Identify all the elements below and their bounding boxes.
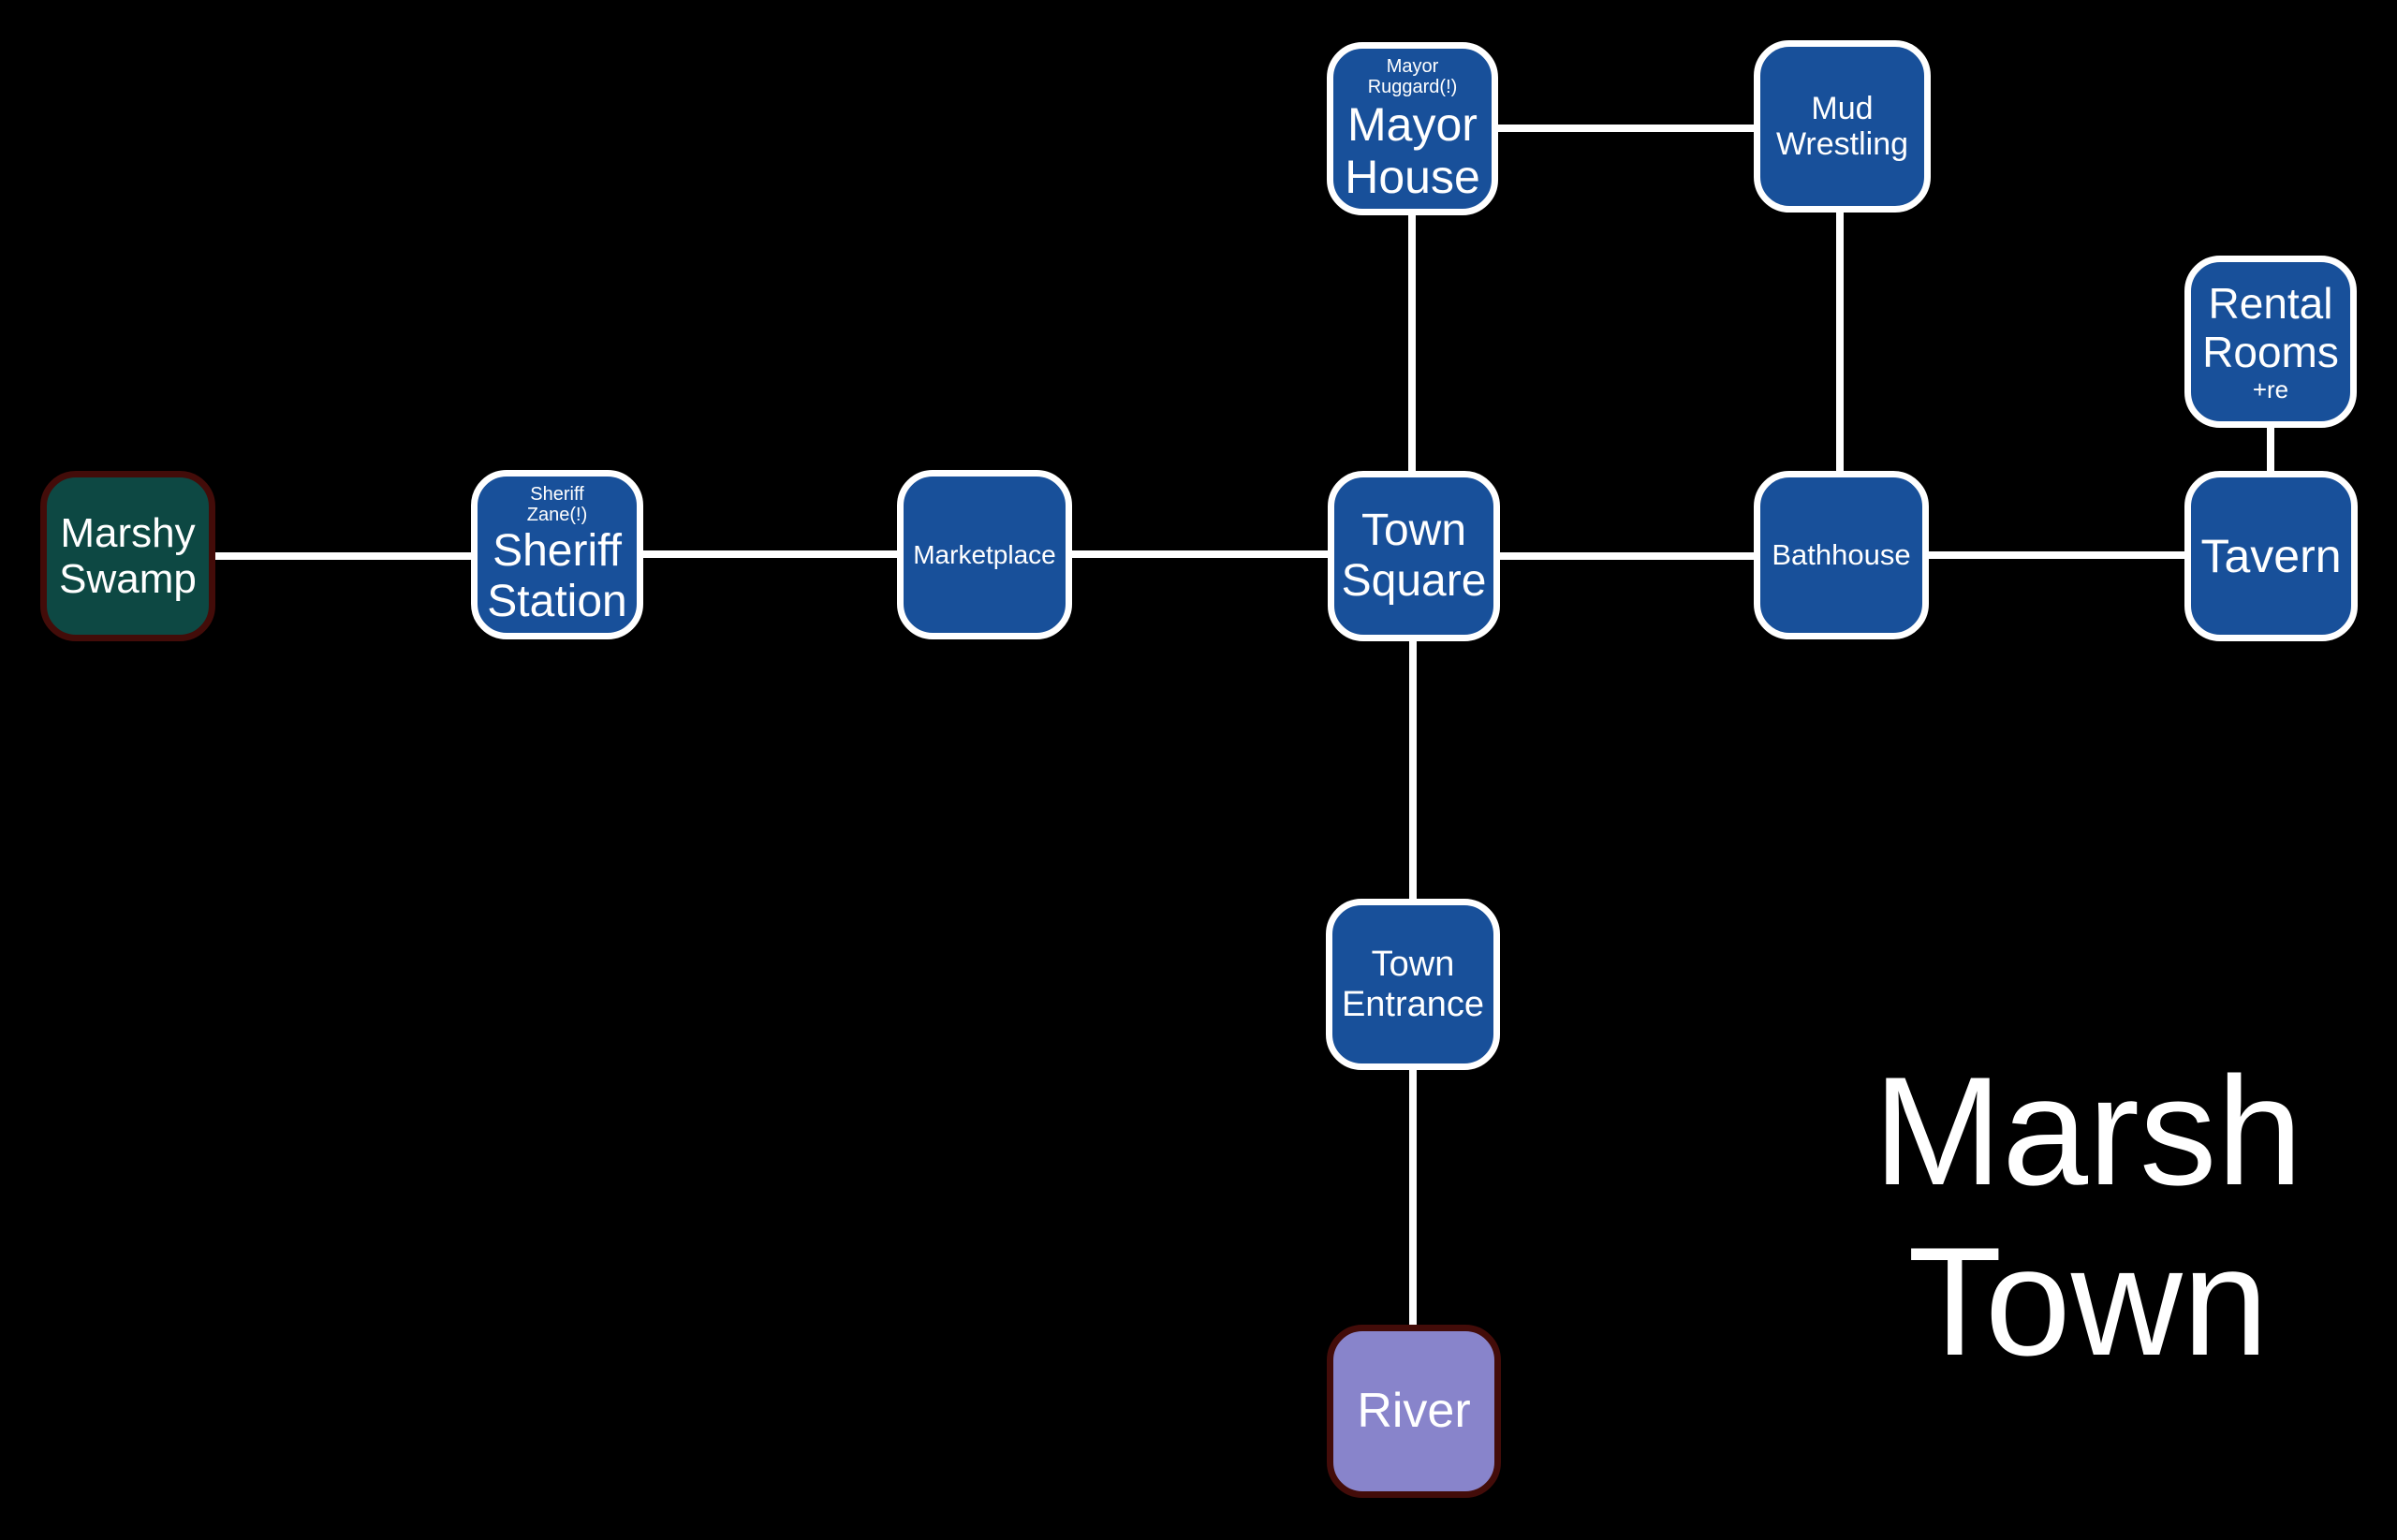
node-sheriff-station-label: Sheriff Station	[487, 525, 627, 626]
node-sheriff-station-sublabel: Sheriff Zane(!)	[526, 484, 588, 526]
node-sheriff-station[interactable]: Sheriff Zane(!)Sheriff Station	[471, 470, 643, 639]
node-town-entrance-label: Town Entrance	[1341, 944, 1485, 1024]
edge-mud-wrestling-bathhouse	[1836, 213, 1844, 471]
edge-rental-rooms-tavern	[2267, 428, 2274, 471]
node-river-label: River	[1357, 1384, 1471, 1439]
node-town-square[interactable]: Town Square	[1328, 471, 1500, 641]
edge-town-entrance-river	[1409, 1070, 1417, 1325]
node-mayor-house[interactable]: Mayor Ruggard(!)Mayor House	[1327, 42, 1498, 215]
node-bathhouse[interactable]: Bathhouse	[1754, 471, 1929, 639]
edge-bathhouse-tavern	[1929, 551, 2184, 559]
edge-marshy-swamp-sheriff-station	[215, 552, 471, 560]
node-town-entrance[interactable]: Town Entrance	[1326, 899, 1500, 1070]
node-mayor-house-label: Mayor House	[1345, 97, 1480, 203]
node-marshy-swamp[interactable]: Marshy Swamp	[40, 471, 215, 641]
node-marketplace[interactable]: Marketplace	[897, 470, 1072, 639]
node-rental-rooms-sublabel: +re	[2252, 375, 2289, 404]
node-mud-wrestling-label: Mud Wrestling	[1775, 90, 1909, 162]
edge-mayor-house-town-square	[1408, 215, 1416, 471]
map-title-line-2: Town	[1907, 1214, 2269, 1387]
node-tavern[interactable]: Tavern	[2184, 471, 2358, 641]
node-rental-rooms-label: Rental Rooms	[2202, 279, 2339, 376]
map-title-line-1: Marsh	[1873, 1045, 2303, 1217]
edge-sheriff-station-marketplace	[643, 550, 897, 558]
node-mud-wrestling[interactable]: Mud Wrestling	[1754, 40, 1931, 213]
node-marshy-swamp-label: Marshy Swamp	[59, 509, 197, 602]
edge-marketplace-town-square	[1072, 550, 1328, 558]
node-mayor-house-sublabel: Mayor Ruggard(!)	[1367, 56, 1458, 98]
node-rental-rooms[interactable]: Rental Rooms+re	[2184, 256, 2357, 428]
edge-town-square-town-entrance	[1409, 641, 1417, 899]
node-marketplace-label: Marketplace	[913, 539, 1056, 569]
node-tavern-label: Tavern	[2200, 530, 2342, 582]
map-title: Marsh Town	[1779, 1045, 2397, 1387]
node-town-square-label: Town Square	[1341, 506, 1487, 606]
edge-mayor-house-mud-wrestling	[1498, 125, 1754, 132]
node-bathhouse-label: Bathhouse	[1772, 537, 1911, 571]
node-river[interactable]: River	[1327, 1325, 1501, 1498]
edge-town-square-bathhouse	[1500, 552, 1754, 560]
